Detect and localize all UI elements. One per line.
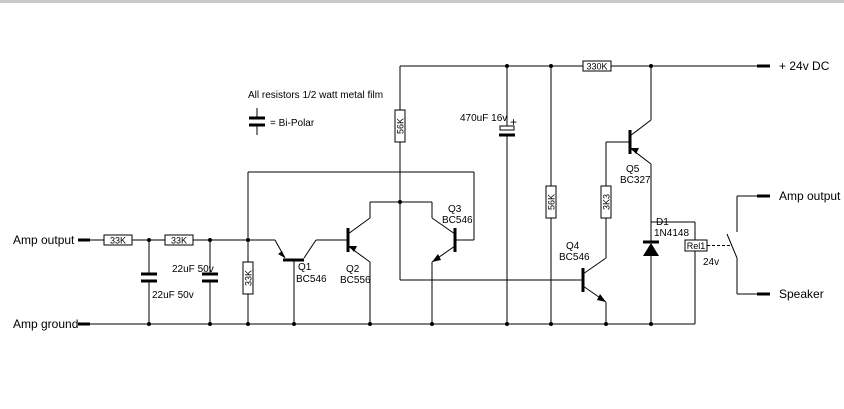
resistor-r7: 330K [582, 60, 612, 72]
q4-ref: Q4 [566, 241, 580, 252]
capacitor-c1-label: 22uF 50v [152, 290, 194, 301]
resistor-r1-label: 33K [110, 236, 126, 246]
relay-voltage: 24v [703, 257, 719, 268]
diode-d1-ref: D1 [656, 217, 669, 228]
capacitor-c2: 22uF 50v [172, 240, 218, 324]
resistor-r5-label: 56K [547, 194, 557, 210]
transistor-q5: Q5 BC327 [620, 66, 696, 240]
resistor-r4-label: 56K [396, 118, 406, 134]
transistor-q3: Q3 BC546 [431, 202, 473, 324]
relay-ref: Rel1 [687, 241, 706, 251]
capacitor-c3-label: 470uF 16v [460, 113, 507, 124]
resistor-r6: 3K3 [600, 141, 629, 258]
q3-ref: Q3 [448, 204, 462, 215]
resistor-r2: 33K [164, 234, 194, 246]
transistor-q4: Q4 BC546 [559, 241, 607, 324]
resistor-r3-label: 33K [244, 270, 254, 286]
capacitor-c1: 22uF 50v [141, 240, 194, 324]
terminal-supply: + 24v DC [779, 59, 830, 73]
resistor-r2-label: 33K [171, 236, 187, 246]
q1-ref: Q1 [298, 262, 312, 273]
terminal-amp-output-in: Amp output [13, 233, 75, 247]
feedback-wire [247, 171, 475, 241]
capacitor-c2-label: 22uF 50v [172, 264, 214, 275]
q3-type: BC546 [442, 215, 473, 226]
bipolar-capacitor-legend-symbol [249, 108, 265, 135]
terminal-speaker: Speaker [779, 287, 824, 301]
diode-d1: D1 1N4148 [643, 217, 689, 324]
diode-d1-type: 1N4148 [654, 228, 689, 239]
resistor-r3: 33K [242, 240, 254, 324]
q2-type: BC556 [340, 275, 371, 286]
q1-type: BC546 [296, 274, 327, 285]
q2-ref: Q2 [346, 264, 360, 275]
bipolar-legend-label: = Bi-Polar [270, 118, 315, 129]
terminal-amp-ground: Amp ground [13, 317, 78, 331]
transistor-q2: Q2 BC556 [340, 201, 432, 324]
window-top-border [0, 0, 844, 3]
resistor-r6-label: 3K3 [602, 194, 612, 210]
transistor-q1: Q1 BC546 [274, 239, 347, 324]
relay-contacts [726, 194, 770, 296]
resistor-r4: 56K [394, 66, 582, 281]
capacitor-c3-plus: + [510, 115, 517, 129]
capacitor-c3: 470uF 16v + [460, 66, 517, 324]
q5-type: BC327 [620, 175, 651, 186]
resistor-note: All resistors 1/2 watt metal film [248, 90, 383, 101]
terminal-amp-output-out: Amp output [779, 189, 841, 203]
resistor-r1: 33K [103, 234, 133, 246]
q5-ref: Q5 [626, 164, 640, 175]
q4-type: BC546 [559, 252, 590, 263]
resistor-r7-label: 330K [586, 62, 607, 72]
resistor-r5: 56K [545, 66, 557, 324]
relay-rel1: Rel1 24v [684, 239, 730, 324]
